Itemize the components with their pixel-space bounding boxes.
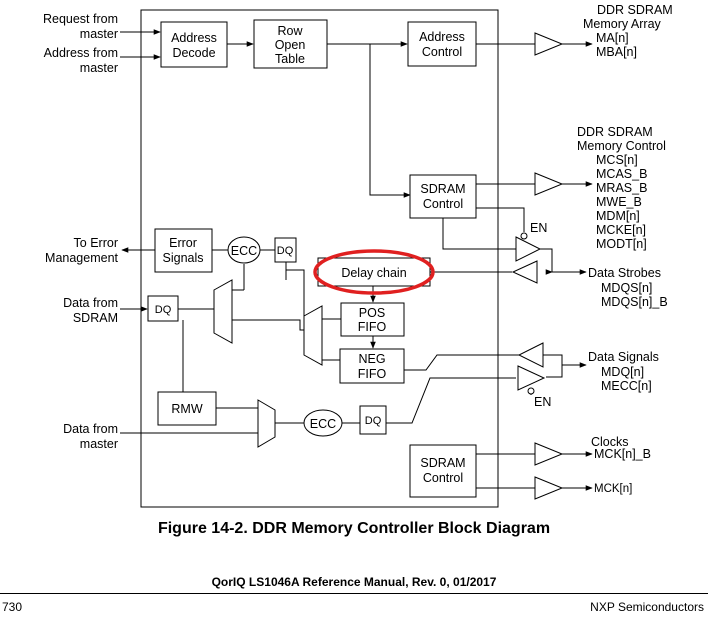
signal-mcas: MCAS_B	[596, 167, 647, 181]
data-from-sdram-label-1: Data from	[63, 296, 118, 310]
signal-mdm: MDM[n]	[596, 209, 640, 223]
dq-left-label: DQ	[155, 304, 172, 316]
pos-fifo-block: POS FIFO	[340, 302, 405, 337]
address-control-label-1: Address	[419, 30, 465, 44]
delay-chain-highlight	[313, 249, 435, 295]
signal-mecc: MECC[n]	[601, 379, 652, 393]
signal-mcs: MCS[n]	[596, 153, 638, 167]
request-from-master-label-2: master	[80, 27, 118, 41]
row-open-table-label-2: Open	[275, 38, 306, 52]
signal-ma: MA[n]	[596, 31, 629, 45]
memory-array-title-2: Memory Array	[583, 17, 662, 31]
delay-chain-label: Delay chain	[341, 266, 406, 280]
memory-control-title-2: Memory Control	[577, 139, 666, 153]
signal-modt: MODT[n]	[596, 237, 647, 251]
address-buffer	[534, 32, 564, 56]
memory-array-title-1: DDR SDRAM	[597, 3, 673, 17]
mux-left	[213, 279, 233, 344]
wires	[120, 29, 593, 491]
data-strobes-label: Data Strobes	[588, 266, 661, 280]
delay-chain-block: Delay chain	[313, 249, 435, 295]
address-decode-label-1: Address	[171, 31, 217, 45]
rmw-block: RMW	[157, 391, 217, 426]
vendor-name: NXP Semiconductors	[590, 600, 704, 614]
data-from-master-label-1: Data from	[63, 422, 118, 436]
signal-mdqs: MDQS[n]	[601, 281, 652, 295]
ecc-bottom-node: ECC	[303, 409, 343, 437]
figure-caption: Figure 14-2. DDR Memory Controller Block…	[157, 520, 551, 537]
ddr-controller-block-diagram: Address Decode Row Open Table Address Co…	[43, 3, 673, 508]
neg-fifo-label-1: NEG	[358, 352, 385, 366]
rmw-label: RMW	[171, 402, 202, 416]
data-out-buffer	[517, 365, 546, 391]
dq-bottom-label: DQ	[365, 415, 382, 427]
right-labels: DDR SDRAM Memory Array MA[n] MBA[n] DDR …	[530, 3, 673, 495]
row-open-table-label-1: Row	[277, 24, 303, 38]
error-signals-label-2: Signals	[163, 251, 204, 265]
sdram-control-bottom-label-1: SDRAM	[420, 456, 465, 470]
signal-mba: MBA[n]	[596, 45, 637, 59]
data-from-master-label-2: master	[80, 437, 118, 451]
dq-left-block: DQ	[147, 295, 179, 322]
data-signals-label: Data Signals	[588, 350, 659, 364]
pos-fifo-label-2: FIFO	[358, 320, 387, 334]
signal-mras: MRAS_B	[596, 181, 647, 195]
signal-mdqs-b: MDQS[n]_B	[601, 295, 668, 309]
error-signals-block: Error Signals	[154, 228, 213, 273]
footer-rule	[0, 593, 708, 594]
clocks-label: Clocks	[591, 435, 629, 449]
dq-top-label: DQ	[277, 245, 294, 257]
neg-fifo-block: NEG FIFO	[339, 348, 405, 384]
memory-control-title-1: DDR SDRAM	[577, 125, 653, 139]
address-from-master-label-2: master	[80, 61, 118, 75]
signal-mdq: MDQ[n]	[601, 365, 644, 379]
data-from-sdram-label-2: SDRAM	[73, 311, 118, 325]
dq-top-block: DQ	[274, 237, 297, 263]
row-open-table-label-3: Table	[275, 52, 305, 66]
address-control-block: Address Control	[407, 21, 477, 67]
error-management-label-1: To Error	[74, 236, 118, 250]
mux-right	[303, 305, 323, 366]
clock-buffer-2	[534, 476, 564, 500]
signal-mck: MCK[n]	[594, 483, 632, 495]
strobe-enable-bubble	[520, 232, 528, 240]
sdram-control-top-label-1: SDRAM	[420, 182, 465, 196]
mux-bottom	[257, 399, 276, 448]
control-buffer	[534, 172, 564, 196]
clock-buffer-1	[534, 442, 564, 466]
sdram-control-bottom-label-2: Control	[423, 471, 463, 485]
pos-fifo-label-1: POS	[359, 306, 385, 320]
ecc-bottom-label: ECC	[310, 417, 336, 431]
address-decode-label-2: Decode	[172, 46, 215, 60]
sdram-control-top-block: SDRAM Control	[409, 174, 477, 219]
signal-mwe: MWE_B	[596, 195, 642, 209]
manual-title: QorIQ LS1046A Reference Manual, Rev. 0, …	[211, 575, 497, 589]
sdram-control-top-label-2: Control	[423, 197, 463, 211]
request-from-master-label-1: Request from	[43, 12, 118, 26]
data-enable-bubble	[527, 387, 535, 395]
left-labels: Request from master Address from master …	[43, 12, 119, 451]
buffers	[511, 32, 564, 500]
row-open-table-block: Row Open Table	[253, 19, 328, 69]
signal-mck-b: MCK[n]_B	[594, 447, 651, 461]
ecc-top-label: ECC	[231, 244, 257, 258]
strobe-out-buffer	[515, 236, 542, 262]
error-signals-label-1: Error	[169, 236, 197, 250]
dq-bottom-block: DQ	[359, 405, 387, 435]
address-decode-block: Address Decode	[160, 21, 228, 68]
error-management-label-2: Management	[45, 251, 118, 265]
ecc-top-node: ECC	[227, 236, 261, 264]
data-in-buffer	[517, 342, 544, 368]
address-control-label-2: Control	[422, 45, 462, 59]
page-number: 730	[2, 600, 23, 614]
signal-mcke: MCKE[n]	[596, 223, 646, 237]
enable-top-label: EN	[530, 221, 547, 235]
sdram-control-bottom-block: SDRAM Control	[409, 444, 477, 498]
enable-bottom-label: EN	[534, 395, 551, 409]
strobe-in-buffer	[511, 260, 538, 284]
neg-fifo-label-2: FIFO	[358, 367, 387, 381]
address-from-master-label-1: Address from	[44, 46, 118, 60]
